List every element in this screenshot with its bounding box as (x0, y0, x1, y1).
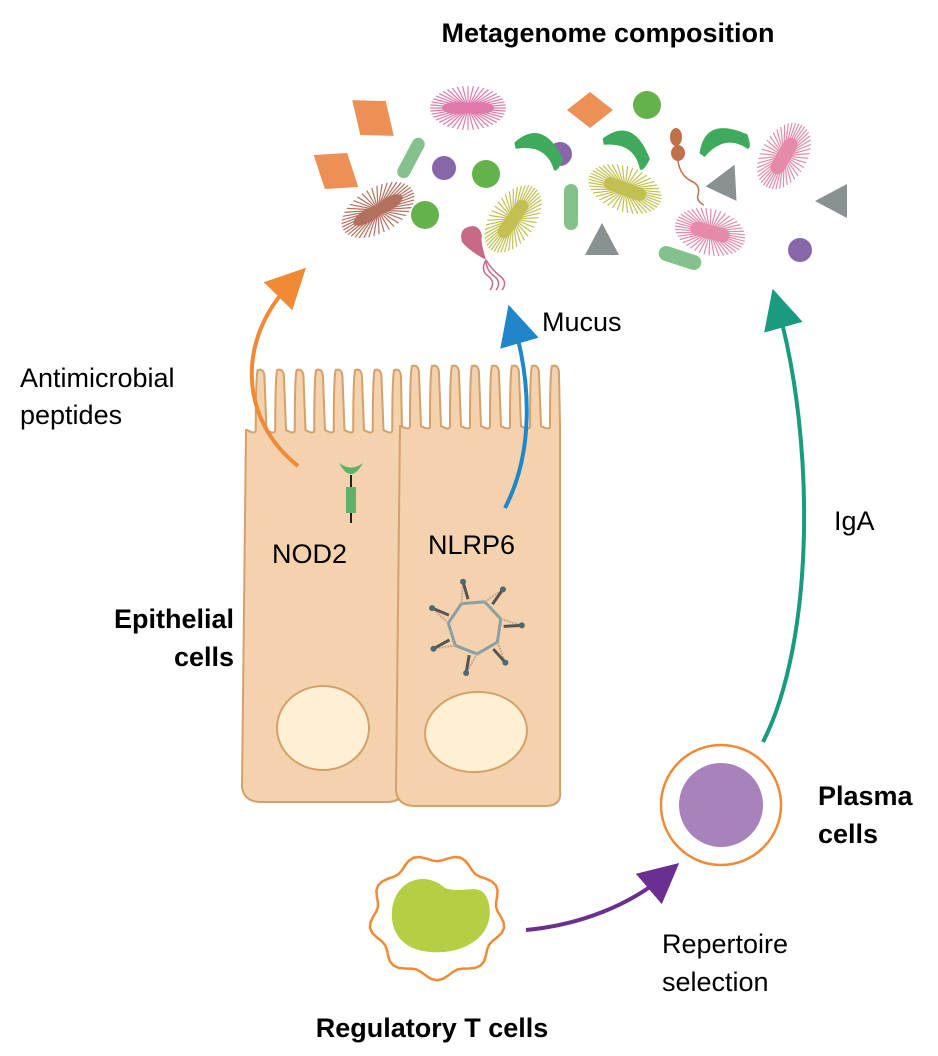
label-nod2: NOD2 (272, 539, 347, 569)
rod-microbe (397, 137, 425, 179)
orange-diamond-microbe (352, 100, 394, 136)
label-plasma-line1: Plasma (818, 781, 914, 811)
label-plasma-line2: cells (818, 819, 878, 849)
label-mucus: Mucus (542, 307, 622, 337)
green-coccus (633, 91, 661, 119)
mucus-arrow (500, 304, 539, 509)
microbe-community (313, 86, 847, 291)
pink-tadpole-bacterium (461, 226, 506, 291)
label-repertoire-line2: selection (662, 967, 769, 997)
pink-fringed-bacterium (674, 207, 746, 257)
nucleus-right (424, 690, 528, 774)
rod-microbe (564, 184, 578, 230)
purple-coccus (788, 238, 812, 262)
green-coccus (411, 201, 439, 229)
orange-diamond-microbe (567, 92, 613, 128)
nod2-receptor-icon (339, 463, 363, 523)
title-metagenome-composition: Metagenome composition (441, 18, 774, 48)
epithelial-cell-left (240, 368, 404, 803)
crescent-microbe (699, 128, 750, 158)
olive-fringed-bacterium (588, 163, 662, 215)
label-nlrp6: NLRP6 (428, 530, 515, 560)
gray-triangle-microbe (815, 184, 847, 218)
brown-flagellated-bacterium (670, 128, 705, 206)
label-repertoire-line1: Repertoire (662, 929, 788, 959)
nlrp6-inflammasome-icon (429, 578, 525, 676)
label-iga: IgA (834, 506, 875, 536)
crescent-microbe (602, 130, 650, 170)
nucleus-left (276, 685, 370, 771)
label-antimicrobial-line2: peptides (20, 400, 122, 430)
label-epithelial-line1: Epithelial (114, 604, 234, 634)
label-epithelial-line2: cells (174, 642, 234, 672)
label-regulatory-t-cells: Regulatory T cells (316, 1013, 549, 1043)
plasma-cell-nucleus (679, 763, 763, 847)
brown-fringed-bacterium (341, 181, 415, 239)
repertoire-selection-arrow (525, 863, 680, 932)
pink-fringed-bacterium (430, 86, 506, 130)
orange-diamond-microbe (313, 153, 359, 189)
antimicrobial-peptides-arrow (249, 267, 307, 468)
olive-fringed-bacterium (484, 185, 542, 253)
green-coccus (472, 160, 500, 188)
label-antimicrobial-line1: Antimicrobial (20, 363, 175, 393)
rod-microbe (658, 246, 702, 270)
gray-triangle-microbe (705, 164, 737, 201)
pink-fringed-bacterium (756, 122, 812, 190)
iga-arrow (761, 288, 807, 743)
purple-coccus (432, 156, 456, 180)
crescent-microbe (514, 133, 564, 171)
gray-triangle-microbe (585, 223, 619, 255)
regulatory-t-cell-nucleus (391, 879, 490, 953)
